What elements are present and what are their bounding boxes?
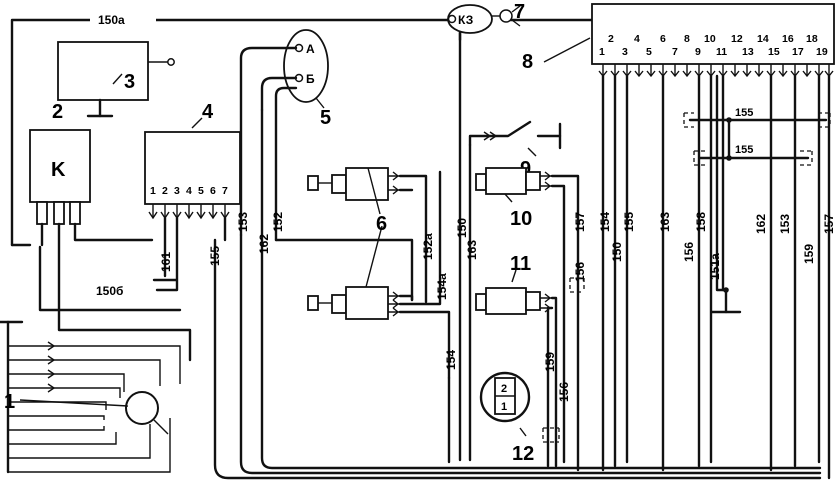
c8-bottom-pin: 5	[646, 46, 652, 58]
wire-label-152a: 152а	[421, 233, 435, 260]
terminal-a-label: A	[306, 42, 315, 56]
wire-label-150a: 150а	[98, 13, 125, 27]
callout-2: 2	[52, 101, 63, 123]
component-10: 10 157 156	[475, 167, 587, 472]
wire-label-163: 163	[465, 240, 479, 260]
terminal-b-label: Б	[306, 72, 315, 86]
component-11: 11 159 156	[475, 253, 571, 468]
wire-label-155r: 155	[622, 212, 636, 232]
wire-label-154: 154	[444, 350, 458, 370]
wire-label-156r: 156	[682, 242, 696, 262]
component-5: A Б 5 153 162 152	[236, 29, 331, 254]
wire-150b: 150б	[92, 283, 136, 298]
indicator-top: 2	[501, 383, 507, 395]
callout-8: 8	[522, 51, 533, 73]
wire-label-153r: 153	[778, 214, 792, 234]
c4-pin-3: 3	[174, 185, 180, 197]
wire-label-157: 157	[573, 212, 587, 232]
callout-3: 3	[124, 71, 135, 93]
wire-label-163r: 163	[658, 212, 672, 232]
bottom-harness	[213, 26, 822, 480]
c8-bottom-pin: 1	[599, 46, 605, 58]
c8-top-pin: 6	[660, 33, 666, 45]
callout-5: 5	[320, 107, 331, 129]
wire-label-154r: 154	[598, 212, 612, 232]
component7-label: КЗ	[458, 13, 473, 27]
callout-1: 1	[4, 391, 15, 413]
wire-label-161: 161	[159, 252, 173, 272]
component-2-relay: K 2	[29, 101, 192, 362]
callout-10: 10	[510, 208, 532, 230]
connector-8: 2 4 6 8 10 12 14 16 18 1 3 5 7 9 11 13 1…	[522, 3, 836, 480]
c4-pin-4: 4	[186, 185, 192, 197]
wire-label-153: 153	[236, 212, 250, 232]
c4-pin-7: 7	[222, 185, 228, 197]
c8-top-pin: 10	[704, 33, 716, 45]
wire-label-162: 162	[257, 234, 271, 254]
component-7: КЗ 7	[447, 1, 525, 42]
c8-top-pin: 12	[731, 33, 743, 45]
wire-label-155: 155	[208, 246, 222, 266]
c8-bottom-pin: 19	[816, 46, 828, 58]
component-4: 1 2 3 4 5 6 7 4 161 155	[144, 101, 241, 292]
component-6: 6 152а 154а 154 150 163	[274, 167, 479, 380]
callout-6: 6	[376, 213, 387, 235]
c8-bottom-pin: 17	[792, 46, 804, 58]
indicator-bottom: 1	[501, 401, 507, 413]
c8-top-pin: 16	[782, 33, 794, 45]
relay-letter: K	[51, 159, 66, 181]
component-12: 2 1 12	[479, 371, 560, 465]
c8-top-pin: 4	[634, 33, 640, 45]
c4-pin-5: 5	[198, 185, 204, 197]
c4-pin-6: 6	[210, 185, 216, 197]
wire-label-158: 158	[694, 212, 708, 232]
c4-pin-1: 1	[150, 185, 156, 197]
key-icon	[499, 9, 513, 23]
c8-bottom-pin: 13	[742, 46, 754, 58]
callout-7: 7	[514, 1, 525, 23]
component-3: 3	[57, 41, 175, 118]
wire-label-152: 152	[271, 212, 285, 232]
wire-label-159r: 159	[802, 244, 816, 264]
terminal-icon	[167, 58, 175, 66]
c8-top-pin: 8	[684, 33, 690, 45]
wire-label-150b: 150б	[96, 284, 123, 298]
c8-top-pin: 18	[806, 33, 818, 45]
c8-bottom-pin: 15	[768, 46, 780, 58]
c4-pin-2: 2	[162, 185, 168, 197]
terminal-icon	[447, 14, 457, 24]
wire-label-155-h1: 155	[735, 107, 753, 119]
c8-bottom-pin: 11	[716, 46, 727, 58]
callout-12: 12	[512, 443, 534, 465]
wire-label-156: 156	[573, 262, 587, 282]
wire-label-156b: 156	[557, 382, 571, 402]
wire-label-151a: 151а	[708, 253, 722, 280]
callout-4: 4	[202, 101, 214, 123]
wire-label-162r: 162	[754, 214, 768, 234]
wire-label-150r: 150	[610, 242, 624, 262]
wire-label-157r: 157	[822, 214, 836, 234]
rotary-switch-icon	[125, 391, 159, 425]
wire-150a: 150а	[10, 11, 594, 247]
component-1: 1	[0, 245, 182, 474]
c8-top-pin: 2	[608, 33, 614, 45]
c8-bottom-pin: 7	[672, 46, 678, 58]
c8-bottom-pin: 9	[695, 46, 701, 58]
wire-label-159: 159	[543, 352, 557, 372]
c8-top-pin: 14	[757, 33, 769, 45]
wire-label-154a: 154а	[435, 273, 449, 300]
c8-bottom-pin: 3	[622, 46, 628, 58]
callout-11: 11	[510, 253, 531, 275]
wire-label-155-h2: 155	[735, 144, 753, 156]
wire-label-150: 150	[455, 218, 469, 238]
